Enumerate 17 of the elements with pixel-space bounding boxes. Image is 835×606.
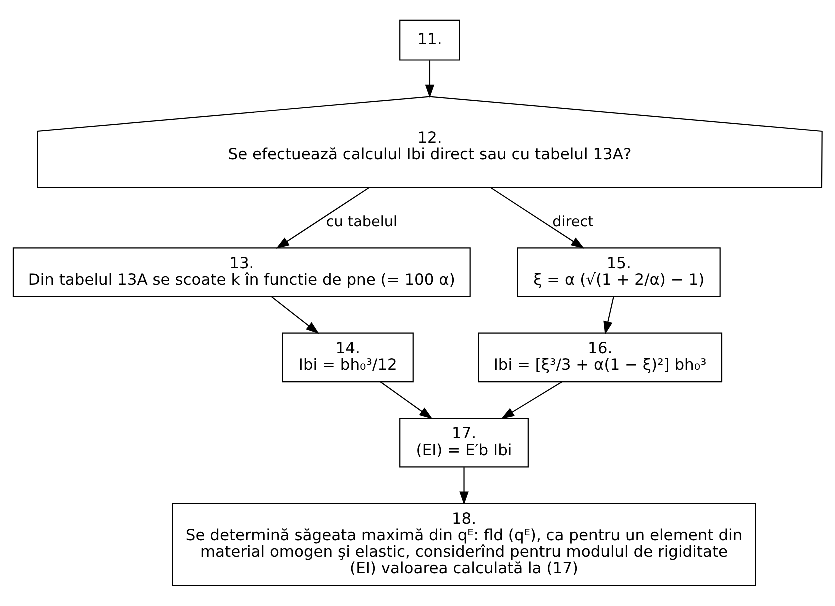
edge-label: cu tabelul [326, 214, 397, 231]
arrow [490, 187, 584, 249]
arrow [276, 187, 370, 249]
node-box: 15. ξ = α (√(1 + 2/α) − 1) [516, 248, 720, 298]
arrow [424, 60, 434, 98]
arrow [270, 296, 319, 334]
node-box: 17. (EI) = E′b Ibi [399, 418, 528, 468]
arrow [500, 382, 562, 420]
edge-label: direct [552, 214, 594, 231]
arrow [459, 468, 468, 506]
arrow [380, 382, 432, 420]
node-box: 14. Ibi = bh₀³/12 [282, 332, 414, 383]
node-box: 18. Se determină săgeata maximă din qᴱ: fld (qᴱ), ca pentru un element din material omogen şi elastic, considerînd pentru modulul de rigiditate (EI) valoarea calculată la (17) [172, 503, 756, 586]
node-box: 16. Ibi = [ξ³/3 + α(1 − ξ)²] bh₀³ [478, 332, 722, 383]
node-box: 11. [399, 20, 460, 61]
node-box: 13. Din tabelul 13A se scoate k în functie de pne (= 100 α) [12, 248, 470, 298]
arrow [603, 297, 614, 335]
